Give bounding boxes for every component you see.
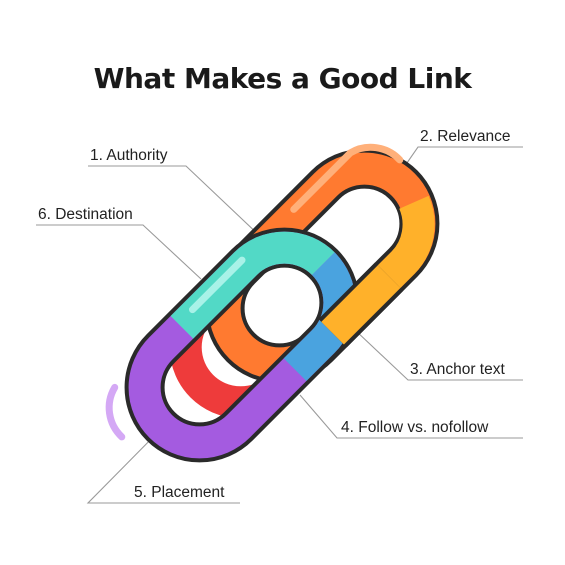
segment-yellow — [342, 195, 435, 324]
link-lower — [105, 227, 360, 463]
label-anchor-text: 3. Anchor text — [410, 361, 505, 378]
label-authority: 1. Authority — [90, 147, 168, 164]
leader-follow — [299, 394, 523, 439]
diagram-title: What Makes a Good Link — [93, 62, 472, 95]
leader-lines — [36, 146, 523, 504]
leader-authority — [88, 165, 263, 239]
segment-teal — [170, 231, 335, 339]
label-relevance: 2. Relevance — [420, 128, 510, 145]
leader-placement — [86, 424, 240, 504]
leader-anchor-text — [354, 329, 523, 381]
link-upper-front — [318, 262, 404, 348]
label-follow: 4. Follow vs. nofollow — [341, 419, 489, 436]
label-placement: 5. Placement — [134, 484, 225, 501]
leader-destination — [36, 224, 202, 280]
label-destination: 6. Destination — [38, 206, 133, 223]
